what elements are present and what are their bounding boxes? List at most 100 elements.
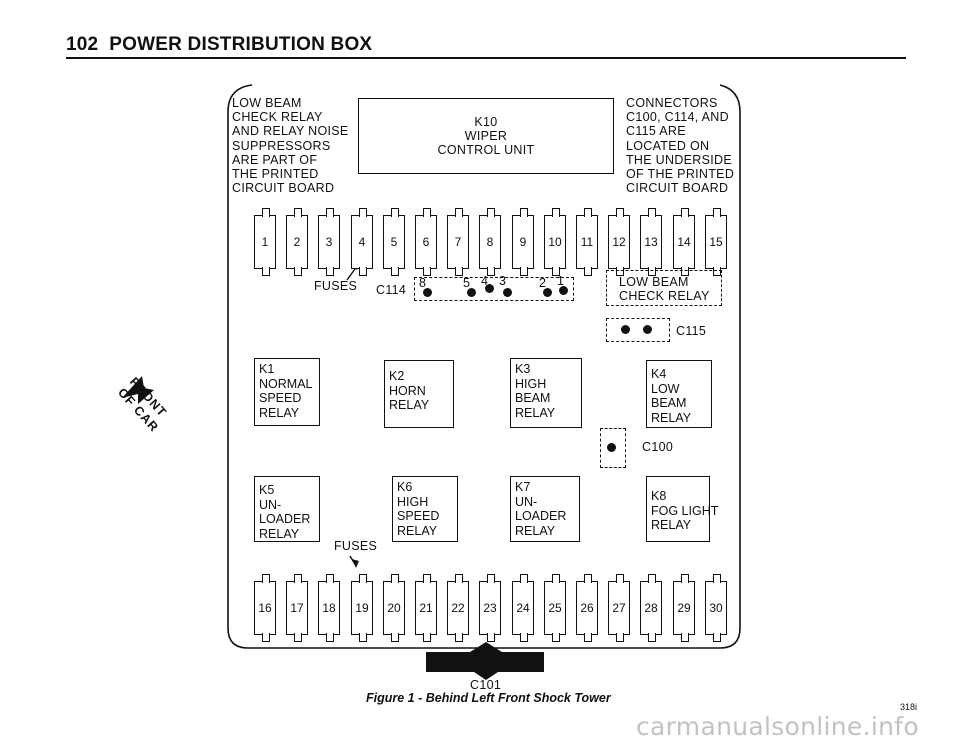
c114-pin-label: 3 bbox=[499, 274, 507, 288]
fuse-number: 2 bbox=[293, 235, 301, 249]
c114-pin bbox=[503, 288, 512, 297]
c114-pin-label: 8 bbox=[419, 276, 427, 290]
fuse-number: 3 bbox=[325, 235, 333, 249]
fuse-22: 22 bbox=[447, 574, 469, 642]
fuse-number: 29 bbox=[677, 601, 691, 615]
fuse-number: 20 bbox=[387, 601, 401, 615]
fuse-21: 21 bbox=[415, 574, 437, 642]
page-header: 102 POWER DISTRIBUTION BOX bbox=[66, 34, 372, 56]
c114-pin bbox=[543, 288, 552, 297]
fuse-6: 6 bbox=[415, 208, 437, 276]
page-title: POWER DISTRIBUTION BOX bbox=[109, 34, 373, 55]
c100-connector bbox=[600, 428, 626, 468]
fuse-number: 21 bbox=[419, 601, 433, 615]
fuse-7: 7 bbox=[447, 208, 469, 276]
note-left: LOW BEAM CHECK RELAY AND RELAY NOISE SUP… bbox=[232, 96, 349, 196]
note-right: CONNECTORS C100, C114, AND C115 ARE LOCA… bbox=[626, 96, 735, 196]
page-number: 102 bbox=[66, 34, 99, 55]
c114-pin-label: 2 bbox=[539, 276, 547, 290]
fuse-number: 11 bbox=[580, 235, 594, 249]
page-code: 318i bbox=[900, 702, 918, 712]
relay-k8: K8 FOG LIGHT RELAY bbox=[646, 476, 718, 542]
fuse-number: 6 bbox=[422, 235, 430, 249]
c115-pin bbox=[621, 325, 630, 334]
fuse-27: 27 bbox=[608, 574, 630, 642]
c114-pin bbox=[559, 286, 568, 295]
fuse-number: 1 bbox=[261, 235, 269, 249]
c114-pin bbox=[423, 288, 432, 297]
fuse-28: 28 bbox=[640, 574, 662, 642]
c101-connector bbox=[426, 652, 544, 672]
relay-k6: K6 HIGH SPEED RELAY bbox=[392, 476, 458, 542]
c114-pin bbox=[467, 288, 476, 297]
fuse-number: 13 bbox=[644, 235, 658, 249]
fuse-16: 16 bbox=[254, 574, 276, 642]
fuse-number: 4 bbox=[358, 235, 366, 249]
fuse-number: 5 bbox=[390, 235, 398, 249]
fuse-number: 27 bbox=[612, 601, 626, 615]
fuse-number: 15 bbox=[709, 235, 723, 249]
c100-pin bbox=[607, 443, 616, 452]
fuse-number: 18 bbox=[322, 601, 336, 615]
relay-k4: K4 LOW BEAM RELAY bbox=[646, 360, 712, 428]
c100-label: C100 bbox=[642, 440, 674, 454]
fuses-label-bottom: FUSES bbox=[334, 539, 378, 553]
header-rule bbox=[66, 57, 906, 59]
c114-pin-label: 4 bbox=[481, 274, 489, 288]
fuse-number: 25 bbox=[548, 601, 562, 615]
c114-connector: 8 5 4 3 2 1 bbox=[414, 274, 574, 301]
fuse-number: 30 bbox=[709, 601, 723, 615]
fuse-8: 8 bbox=[479, 208, 501, 276]
fuse-13: 13 bbox=[640, 208, 662, 276]
k10-wiper-control-unit: K10 WIPER CONTROL UNIT bbox=[358, 98, 614, 174]
fuse-19: 19 bbox=[351, 574, 373, 642]
c114-pin bbox=[485, 284, 494, 293]
fuse-11: 11 bbox=[576, 208, 598, 276]
fuse-number: 10 bbox=[548, 235, 562, 249]
fuse-26: 26 bbox=[576, 574, 598, 642]
fuse-24: 24 bbox=[512, 574, 534, 642]
fuse-number: 24 bbox=[516, 601, 530, 615]
fuse-4: 4 bbox=[351, 208, 373, 276]
fuse-15: 15 bbox=[705, 208, 727, 276]
fuse-2: 2 bbox=[286, 208, 308, 276]
c115-pin bbox=[643, 325, 652, 334]
fuse-number: 22 bbox=[451, 601, 465, 615]
fuse-12: 12 bbox=[608, 208, 630, 276]
fuse-number: 17 bbox=[290, 601, 304, 615]
fuse-5: 5 bbox=[383, 208, 405, 276]
fuse-25: 25 bbox=[544, 574, 566, 642]
c114-label: C114 bbox=[376, 283, 407, 297]
c101-label: C101 bbox=[470, 678, 502, 692]
fuse-20: 20 bbox=[383, 574, 405, 642]
fuse-number: 8 bbox=[486, 235, 494, 249]
figure-caption: Figure 1 - Behind Left Front Shock Tower bbox=[366, 691, 611, 705]
c115-label: C115 bbox=[676, 324, 707, 338]
fuse-14: 14 bbox=[673, 208, 695, 276]
c114-pin-label: 1 bbox=[557, 274, 565, 288]
relay-k5: K5 UN- LOADER RELAY bbox=[254, 476, 320, 542]
fuse-number: 16 bbox=[258, 601, 272, 615]
fuse-10: 10 bbox=[544, 208, 566, 276]
fuse-3: 3 bbox=[318, 208, 340, 276]
relay-k3: K3 HIGH BEAM RELAY bbox=[510, 358, 582, 428]
fuse-1: 1 bbox=[254, 208, 276, 276]
fuse-17: 17 bbox=[286, 574, 308, 642]
fuse-number: 7 bbox=[454, 235, 462, 249]
relay-k1: K1 NORMAL SPEED RELAY bbox=[254, 358, 320, 426]
front-arrow-icon bbox=[122, 376, 154, 404]
fuse-number: 9 bbox=[519, 235, 527, 249]
relay-k2: K2 HORN RELAY bbox=[384, 360, 454, 428]
fuse-18: 18 bbox=[318, 574, 340, 642]
watermark: carmanualsonline.info bbox=[636, 712, 919, 741]
fuse-number: 23 bbox=[483, 601, 497, 615]
c114-pin-label: 5 bbox=[463, 276, 471, 290]
fuse-number: 12 bbox=[612, 235, 626, 249]
fuse-number: 19 bbox=[355, 601, 369, 615]
c115-connector bbox=[606, 318, 670, 342]
fuse-number: 28 bbox=[644, 601, 658, 615]
fuse-29: 29 bbox=[673, 574, 695, 642]
fuse-30: 30 bbox=[705, 574, 727, 642]
